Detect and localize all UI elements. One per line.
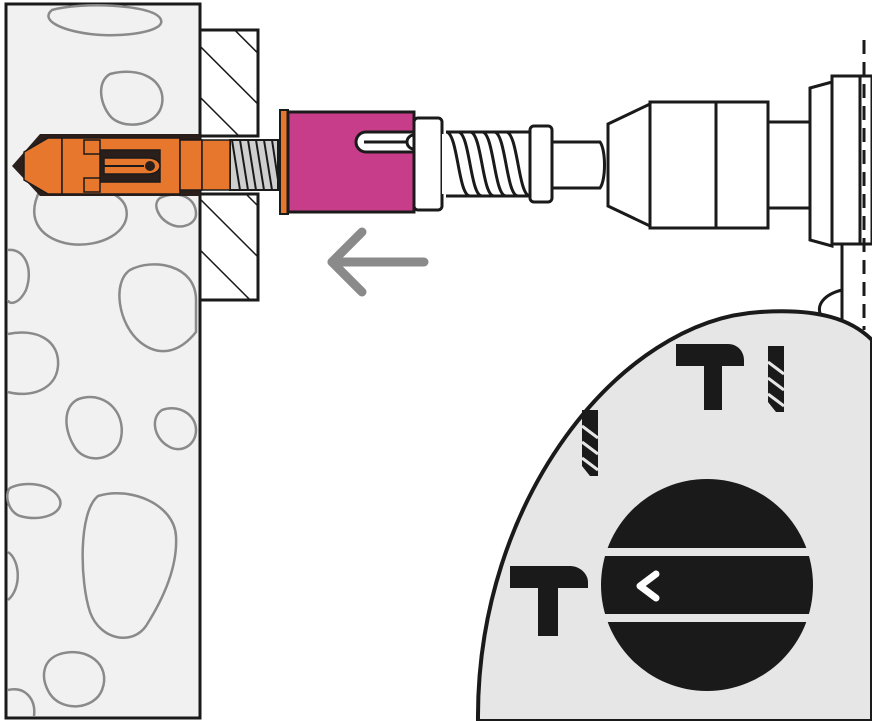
mode-selector-dial: [475, 309, 872, 721]
chevron-left-icon: [636, 570, 660, 602]
expansion-anchor: [12, 134, 279, 196]
selector-knob: [600, 479, 814, 691]
arrow-left-icon: [327, 227, 429, 297]
spring: [442, 130, 534, 198]
hammer-icon: [510, 566, 588, 636]
fixture-plate: [198, 28, 260, 302]
drill-bit-icon: [581, 410, 599, 476]
setting-tool: [279, 109, 444, 215]
concrete-wall: [4, 2, 202, 720]
anchor-thread: [229, 139, 279, 191]
drill-chuck: [528, 74, 872, 330]
hammer-drill-icon: [676, 344, 785, 412]
